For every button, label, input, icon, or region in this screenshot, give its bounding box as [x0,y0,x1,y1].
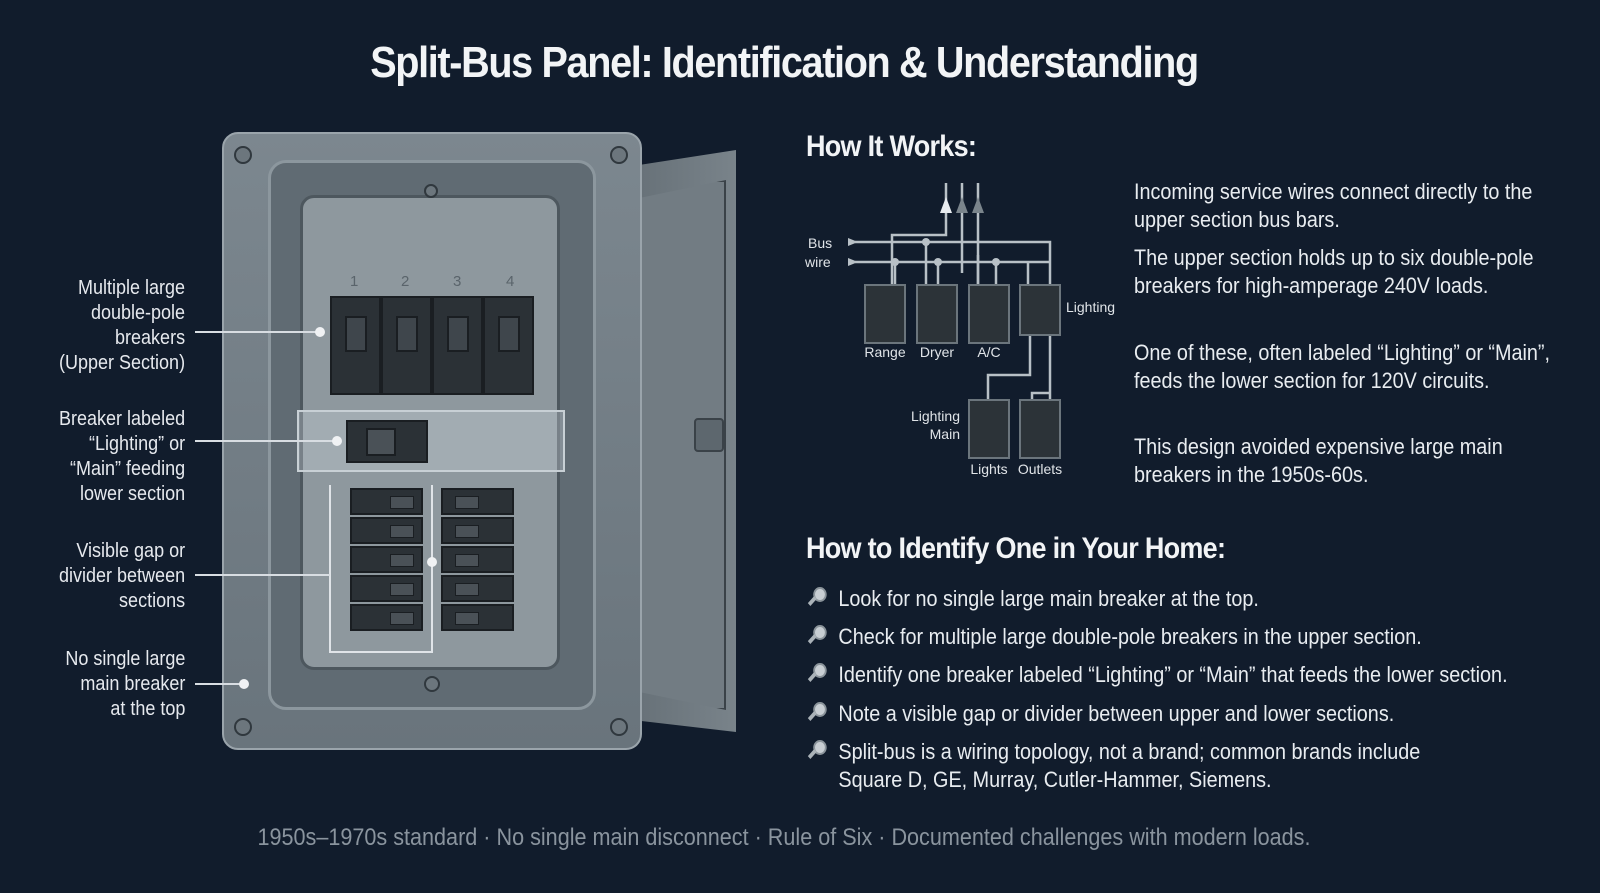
how-it-works-heading: How It Works: [806,130,977,163]
callout-dot [332,436,342,446]
slot-number: 1 [350,273,359,290]
slot-number: 2 [401,273,410,290]
callout-dot [239,679,249,689]
callout-no-main: No single large main breaker at the top [64,648,185,720]
breaker-label-lights: Lights [970,461,1007,477]
lighting-main-breaker [346,420,428,463]
screw-icon [234,718,252,736]
breaker-label-outlets: Outlets [1018,461,1062,477]
paragraph: The upper section holds up to six double… [1134,245,1534,298]
callout-line [195,331,320,333]
gap-marker [431,485,435,563]
list-item-text: Identify one breaker labeled “Lighting” … [838,662,1508,687]
list-item-text: Look for no single large main breaker at… [838,586,1259,611]
list-item: Look for no single large main breaker at… [806,585,1259,613]
lower-breakers-right [441,488,514,633]
callout-dot [315,327,325,337]
screw-icon [234,146,252,164]
double-pole-breaker [330,296,381,395]
paragraph: This design avoided expensive large main… [1134,434,1503,487]
list-item-text: Note a visible gap or divider between up… [838,701,1395,726]
double-pole-breaker [381,296,432,395]
magnifier-icon [806,700,829,726]
list-item: Split-bus is a wiring topology, not a br… [806,738,1420,794]
breaker-label-ac: A/C [977,344,1000,360]
callout-line [195,683,243,685]
paragraph: Incoming service wires connect directly … [1134,179,1533,232]
panel-interior [300,195,560,670]
lighting-main-label: Main [930,426,960,442]
screw-icon [424,184,438,198]
split-bus-wiring-diagram: Bus wire Range Dryer A/C Lighting Lighti… [804,183,1115,477]
screw-icon [424,676,440,692]
wire-label: wire [804,254,831,270]
callout-lighting-breaker: Breaker labeled “Lighting” or “Main” fee… [58,408,185,505]
footer-summary: 1950s–1970s standard · No single main di… [257,824,1311,851]
page-title: Split-Bus Panel: Identification & Unders… [370,38,1199,87]
magnifier-icon [806,585,829,611]
identify-heading: How to Identify One in Your Home: [806,532,1226,565]
double-pole-breaker [483,296,534,395]
callout-dot [427,557,437,567]
breaker-label-dryer: Dryer [920,344,955,360]
list-item-text: Check for multiple large double-pole bre… [838,624,1422,649]
list-item: Note a visible gap or divider between up… [806,700,1394,728]
breaker-label-range: Range [864,344,905,360]
callout-gap: Visible gap or divider between sections [58,540,185,612]
list-item: Identify one breaker labeled “Lighting” … [806,661,1508,689]
magnifier-icon [806,661,829,687]
slot-number: 4 [506,273,515,290]
lighting-main-label: Lighting [911,408,960,424]
callout-line [195,574,330,576]
magnifier-icon [806,623,829,649]
breaker-label-lighting: Lighting [1066,299,1115,315]
callout-upper-breakers: Multiple large double-pole breakers (Upp… [58,277,185,374]
bus-label: Bus [808,235,832,251]
callout-line [195,440,335,442]
gap-bracket [329,485,433,653]
list-item: Check for multiple large double-pole bre… [806,623,1422,651]
list-item-text: Split-bus is a wiring topology, not a br… [838,739,1421,792]
magnifier-icon [806,738,829,764]
double-pole-breaker [432,296,483,395]
paragraph: One of these, often labeled “Lighting” o… [1134,340,1551,393]
screw-icon [610,718,628,736]
lower-breakers-left [350,488,423,633]
door-latch [694,418,724,452]
slot-number: 3 [453,273,462,290]
screw-icon [610,146,628,164]
